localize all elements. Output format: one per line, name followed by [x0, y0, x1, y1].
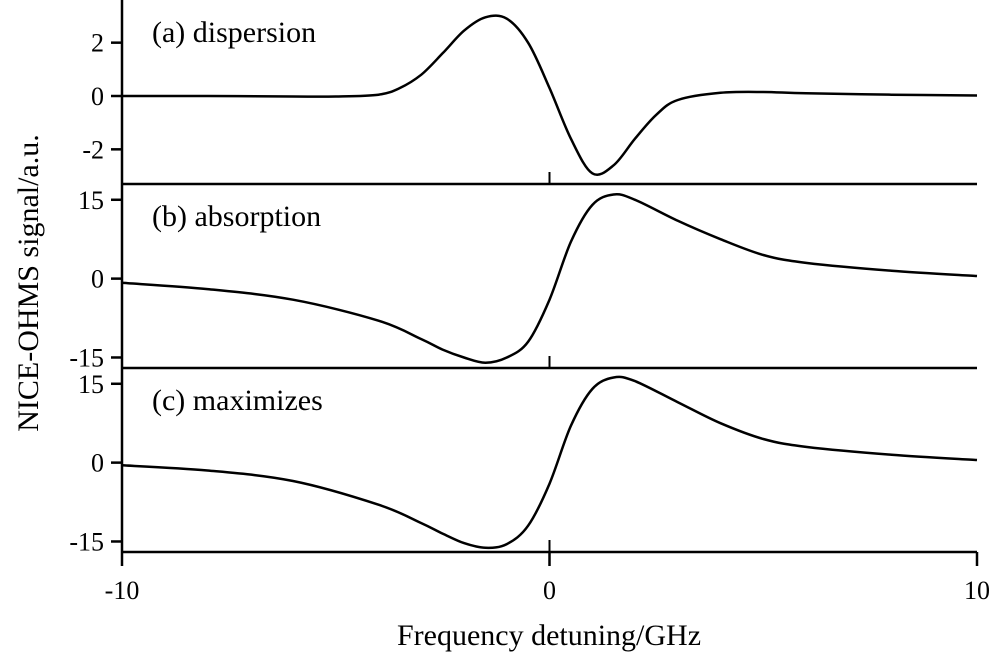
x-tick-label: -10 — [105, 576, 140, 605]
panel-1-y-tick-label: -2 — [82, 135, 104, 164]
panel-3-y-tick-label: 0 — [91, 449, 104, 478]
panel-3-label: (c) maximizes — [152, 384, 323, 417]
panel-2-y-tick-label: 0 — [91, 265, 104, 294]
x-tick-label: 0 — [543, 576, 556, 605]
panel-3-curve — [121, 375, 978, 550]
panel-2-label: (b) absorption — [152, 200, 321, 233]
panel-3-y-tick-label: -15 — [69, 527, 104, 556]
panel-2-curve — [121, 193, 978, 364]
x-axis-title: Frequency detuning/GHz — [397, 619, 701, 652]
y-axis-title: NICE-OHMS signal/a.u. — [12, 134, 45, 431]
panel-1-y-tick-label: 0 — [91, 82, 104, 111]
x-tick-label: 10 — [964, 576, 990, 605]
panel-1-curve — [121, 14, 978, 177]
panel-1-label: (a) dispersion — [152, 16, 316, 49]
panel-1-y-tick-label: 2 — [91, 29, 104, 58]
panel-2-y-tick-label: 15 — [78, 186, 104, 215]
panel-2-y-tick-label: -15 — [69, 343, 104, 372]
panel-3-y-tick-label: 15 — [78, 370, 104, 399]
